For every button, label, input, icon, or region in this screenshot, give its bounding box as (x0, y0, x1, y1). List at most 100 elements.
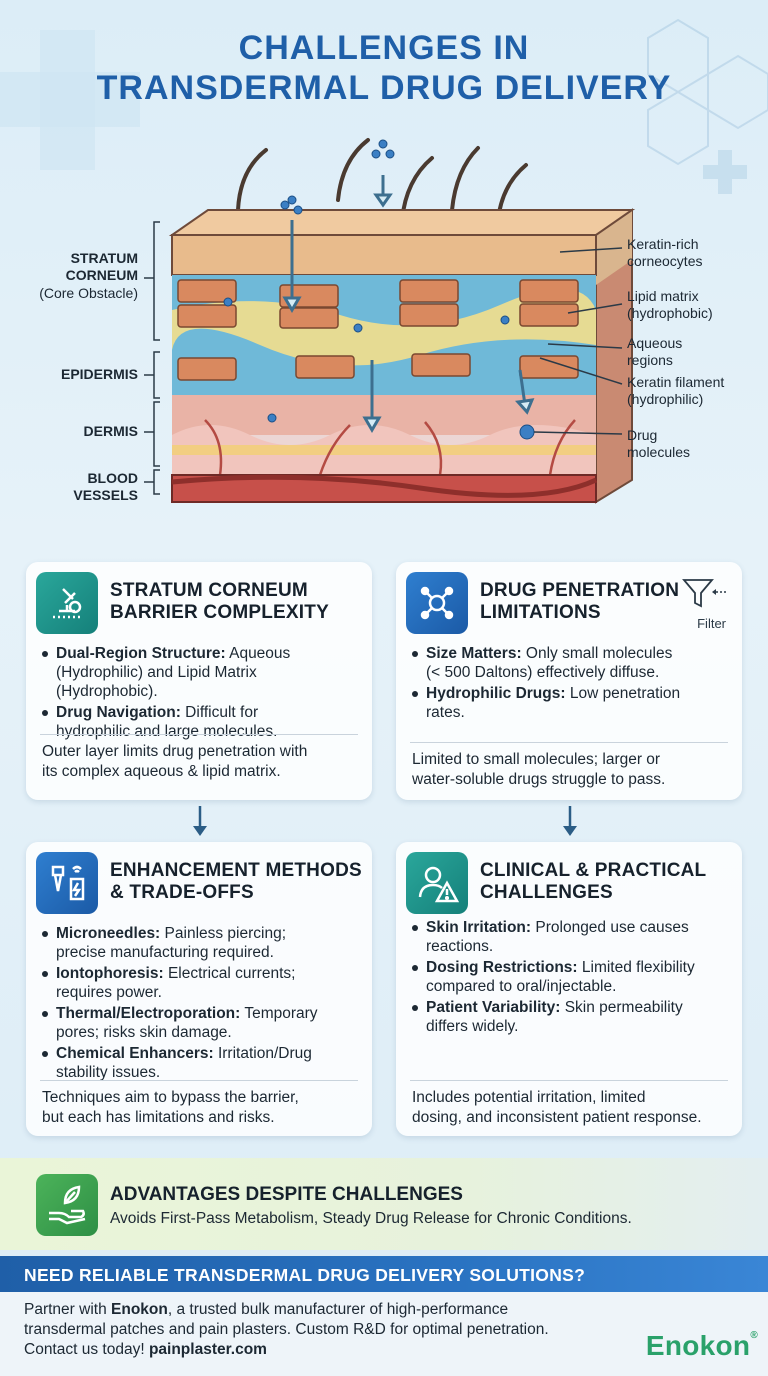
card-stratum-corneum: STRATUM CORNEUM BARRIER COMPLEXITY Dual-… (26, 562, 372, 800)
label-blood-line2: VESSELS (73, 487, 138, 503)
title-line-2: TRANSDERMAL DRUG DELIVERY (96, 69, 672, 107)
cta-banner-text: NEED RELIABLE TRANSDERMAL DRUG DELIVERY … (24, 1265, 586, 1285)
card-penetration-title: DRUG PENETRATION LIMITATIONS (480, 580, 679, 624)
card-clinical-challenges: CLINICAL & PRACTICAL CHALLENGES Skin Irr… (396, 842, 742, 1136)
microscope-icon (36, 572, 98, 634)
list-item: Dual-Region Structure: Aqueous(Hydrophil… (41, 645, 291, 700)
microneedle-icon (36, 852, 98, 914)
summary-line: but each has limitations and risks. (42, 1109, 275, 1126)
label-stratum-line2: CORNEUM (65, 267, 138, 283)
card-enhancement-summary: Techniques aim to bypass the barrier, bu… (42, 1088, 358, 1128)
card-penetration-title-line2: LIMITATIONS (480, 602, 601, 623)
card-stratum-summary: Outer layer limits drug penetration with… (42, 742, 358, 782)
card-clinical-title: CLINICAL & PRACTICAL CHALLENGES (480, 860, 706, 904)
label-filament-line1: Keratin filament (627, 374, 725, 390)
footer: Partner with Enokon, a trusted bulk manu… (0, 1292, 768, 1376)
label-stratum-line1: STRATUM (70, 250, 138, 266)
card-drug-penetration: DRUG PENETRATION LIMITATIONS Filter Size… (396, 562, 742, 800)
label-filament-line2: (hydrophilic) (627, 391, 704, 407)
label-stratum-corneum: STRATUM CORNEUM (40, 250, 138, 284)
hand-leaf-icon (36, 1174, 98, 1236)
label-stratum-sub: (Core Obstacle) (20, 285, 138, 302)
summary-line: Includes potential irritation, limited (412, 1089, 646, 1106)
advantages-title: ADVANTAGES DESPITE CHALLENGES (110, 1184, 463, 1205)
list-item: Dosing Restrictions: Limited flexibility… (412, 959, 695, 995)
corneocyte-bricks (177, 279, 579, 381)
divider (40, 1080, 358, 1081)
page-title: CHALLENGES IN TRANSDERMAL DRUG DELIVERY (0, 28, 768, 108)
card-penetration-summary: Limited to small molecules; larger or wa… (412, 750, 728, 790)
card-clinical-title-line2: CHALLENGES (480, 882, 613, 903)
label-aqueous-regions: Aqueous regions (627, 335, 682, 369)
label-keratin-filament: Keratin filament (hydrophilic) (627, 374, 724, 408)
divider (40, 734, 358, 735)
left-layer-brackets (144, 221, 160, 495)
card-enhancement-methods: ENHANCEMENT METHODS & TRADE-OFFS Microne… (26, 842, 372, 1136)
summary-line: Outer layer limits drug penetration with (42, 743, 308, 760)
footer-line-1: Partner with Enokon, a trusted bulk manu… (24, 1301, 509, 1318)
card-enhancement-bullets: Microneedles: Painless piercing;precise … (42, 924, 318, 1084)
divider (410, 1080, 728, 1081)
card-enhancement-title: ENHANCEMENT METHODS & TRADE-OFFS (110, 860, 362, 904)
card-enhancement-title-line2: & TRADE-OFFS (110, 882, 254, 903)
summary-line: its complex aqueous & lipid matrix. (42, 763, 281, 780)
advantages-text: Avoids First-Pass Metabolism, Steady Dru… (110, 1210, 632, 1227)
footer-line-2: transdermal patches and pain plasters. C… (24, 1321, 549, 1338)
list-item: Size Matters: Only small molecules(< 500… (411, 644, 680, 682)
title-line-1: CHALLENGES IN (238, 29, 530, 67)
card-penetration-bullets: Size Matters: Only small molecules(< 500… (411, 644, 681, 724)
label-epidermis: EPIDERMIS (60, 366, 138, 382)
hexagon-decoration (647, 18, 768, 194)
label-blood-vessels: BLOOD VESSELS (40, 470, 138, 504)
advantages-section: ADVANTAGES DESPITE CHALLENGES Avoids Fir… (0, 1158, 768, 1250)
website-link[interactable]: painplaster.com (148, 1341, 267, 1358)
summary-line: Limited to small molecules; larger or (412, 751, 661, 768)
filter-label: Filter (697, 616, 726, 631)
card-clinical-summary: Includes potential irritation, limited d… (412, 1088, 728, 1128)
arrow-down-icon (193, 806, 207, 836)
cta-banner: NEED RELIABLE TRANSDERMAL DRUG DELIVERY … (0, 1256, 768, 1292)
label-aqueous-line1: Aqueous (627, 335, 683, 351)
patient-warning-icon (406, 852, 468, 914)
skin-layers-illustration (144, 138, 636, 504)
right-label-leaders (533, 247, 623, 435)
label-aqueous-line2: regions (627, 352, 673, 368)
medical-cross-decoration (0, 30, 140, 170)
drug-pathway-arrows (282, 175, 535, 433)
label-drug-molecules: Drug molecules (627, 427, 690, 461)
skin-cross-section-diagram: STRATUM CORNEUM (Core Obstacle) EPIDERMI… (0, 130, 768, 550)
list-item: Iontophoresis: Electrical currents;requi… (42, 964, 318, 1002)
label-lipid-line1: Lipid matrix (627, 288, 699, 304)
card-clinical-title-line1: CLINICAL & PRACTICAL (480, 860, 707, 881)
label-core-obstacle: (Core Obstacle) (39, 285, 138, 301)
capillaries (204, 419, 576, 476)
enokon-logo: Enokon® (645, 1330, 758, 1361)
footer-line-3: Contact us today! painplaster.com (24, 1341, 267, 1358)
label-drug-line1: Drug (627, 427, 658, 443)
footer-brand: Enokon (111, 1301, 168, 1318)
label-dermis: DERMIS (83, 423, 138, 439)
drug-molecule-dots (223, 139, 535, 440)
footer-text: Partner with Enokon, a trusted bulk manu… (24, 1300, 549, 1360)
summary-line: Techniques aim to bypass the barrier, (42, 1089, 299, 1106)
label-keratin-line2: corneocytes (627, 253, 703, 269)
card-stratum-bullets: Dual-Region Structure: Aqueous(Hydrophil… (41, 644, 291, 743)
arrow-down-icon (563, 806, 577, 836)
card-stratum-title-line2: BARRIER COMPLEXITY (110, 602, 329, 623)
label-keratin-line1: Keratin-rich (627, 236, 699, 252)
label-lipid-line2: (hydrophobic) (627, 305, 713, 321)
card-stratum-title-line1: STRATUM CORNEUM (110, 580, 308, 601)
label-keratin-corneocytes: Keratin-rich corneocytes (627, 236, 702, 270)
filter-funnel-icon (682, 579, 726, 608)
summary-line: water-soluble drugs struggle to pass. (412, 771, 666, 788)
summary-line: dosing, and inconsistent patient respons… (412, 1109, 702, 1126)
label-drug-line2: molecules (627, 444, 691, 460)
divider (410, 742, 728, 743)
card-stratum-title: STRATUM CORNEUM BARRIER COMPLEXITY (110, 580, 329, 624)
